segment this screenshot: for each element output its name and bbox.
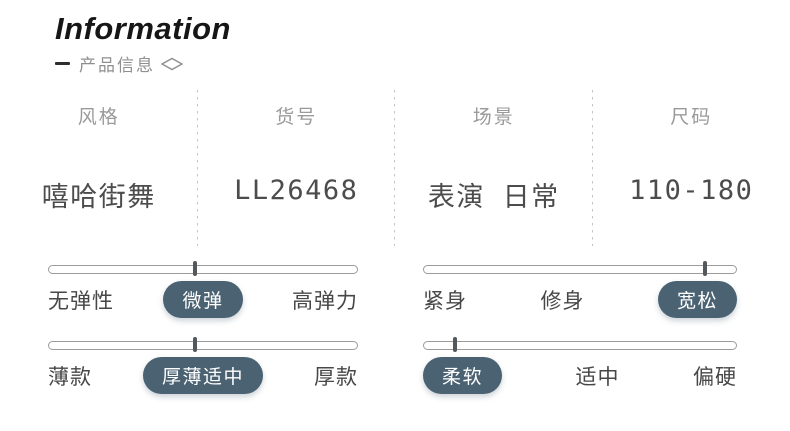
product-info-table: 风格 嘻哈街舞 货号 LL26468 场景 表演 日常 尺码 110-180 bbox=[0, 88, 790, 248]
column-header: 尺码 bbox=[670, 107, 713, 129]
column-value: 嘻哈街舞 bbox=[41, 182, 156, 214]
slider-option: 无弹性 bbox=[48, 289, 114, 313]
slider-option-selected: 厚薄适中 bbox=[142, 357, 263, 395]
slider-option-selected: 微弹 bbox=[163, 281, 243, 319]
column-value: 110-180 bbox=[629, 175, 754, 207]
slider-option: 高弹力 bbox=[291, 289, 358, 313]
slider-fit: 紧身 修身 宽松 bbox=[423, 261, 737, 319]
slider-option: 偏硬 bbox=[692, 365, 737, 389]
slider-option: 紧身 bbox=[423, 289, 467, 313]
slider-thumb bbox=[453, 337, 458, 353]
slider-thumb bbox=[193, 261, 198, 277]
attribute-sliders: 无弹性 微弹 高弹力 紧身 修身 宽松 薄款 厚薄适中 厚款 bbox=[48, 261, 790, 395]
slider-track bbox=[423, 337, 737, 353]
slider-track bbox=[48, 261, 358, 277]
info-column-scene: 场景 表演 日常 bbox=[395, 88, 593, 248]
section-subtitle-row: 产品信息 bbox=[55, 51, 790, 76]
slider-options: 紧身 修身 宽松 bbox=[423, 281, 737, 319]
column-value: 表演 日常 bbox=[427, 182, 560, 214]
slider-options: 柔软 适中 偏硬 bbox=[423, 357, 737, 395]
slider-thumb bbox=[193, 337, 198, 353]
slider-softness: 柔软 适中 偏硬 bbox=[423, 337, 737, 395]
column-value: LL26468 bbox=[234, 175, 359, 207]
header: Information 产品信息 bbox=[0, 0, 790, 76]
dash-decoration bbox=[55, 61, 70, 66]
slider-option: 修身 bbox=[540, 289, 585, 313]
column-header: 风格 bbox=[77, 107, 120, 129]
diamond-icon bbox=[161, 57, 183, 71]
page-title: Information bbox=[55, 11, 231, 46]
slider-thumb bbox=[702, 261, 707, 277]
slider-track bbox=[48, 337, 358, 353]
info-column-size: 尺码 110-180 bbox=[593, 88, 790, 248]
slider-thickness: 薄款 厚薄适中 厚款 bbox=[48, 337, 358, 395]
slider-options: 薄款 厚薄适中 厚款 bbox=[48, 357, 358, 395]
slider-elasticity: 无弹性 微弹 高弹力 bbox=[48, 261, 358, 319]
column-header: 货号 bbox=[275, 107, 318, 129]
info-column-style: 风格 嘻哈街舞 bbox=[0, 88, 198, 248]
slider-option: 薄款 bbox=[48, 365, 92, 389]
section-subtitle: 产品信息 bbox=[79, 56, 155, 76]
slider-option: 适中 bbox=[575, 365, 620, 389]
slider-option-selected: 柔软 bbox=[423, 357, 503, 395]
slider-track bbox=[423, 261, 737, 277]
slider-options: 无弹性 微弹 高弹力 bbox=[48, 281, 358, 319]
slider-option-selected: 宽松 bbox=[657, 281, 737, 319]
column-header: 场景 bbox=[472, 107, 515, 129]
slider-option: 厚款 bbox=[313, 365, 358, 389]
info-column-item-number: 货号 LL26468 bbox=[198, 88, 396, 248]
